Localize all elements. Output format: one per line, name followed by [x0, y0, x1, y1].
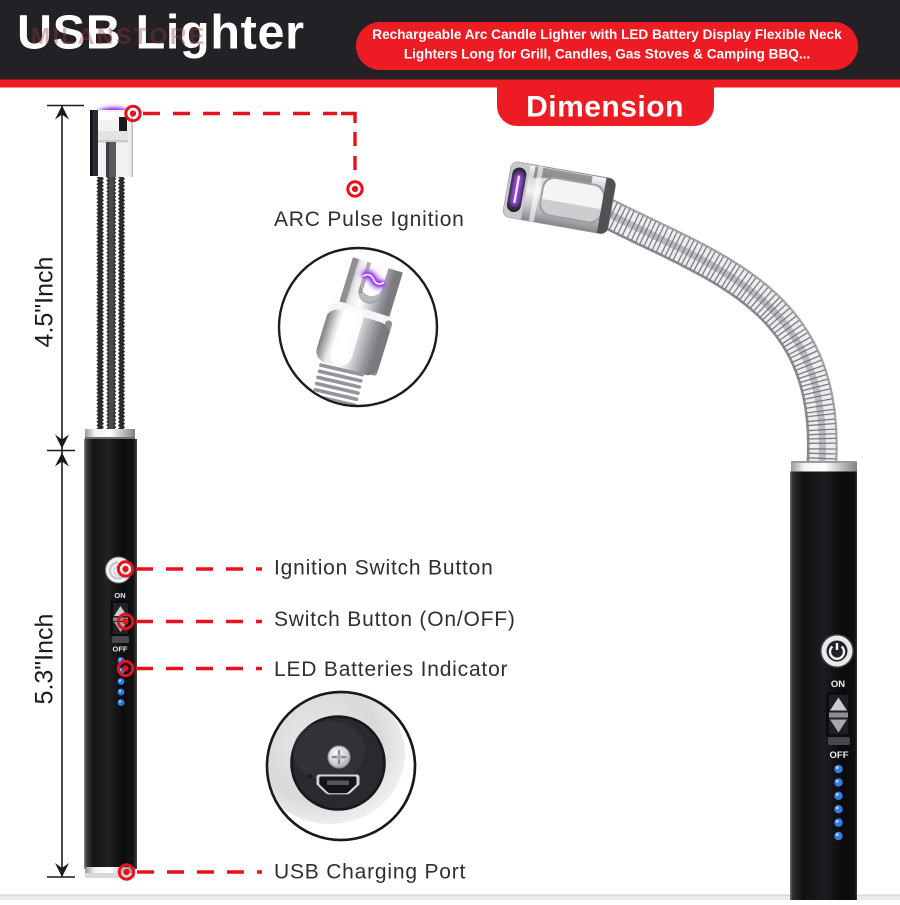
svg-text:ON: ON	[114, 591, 125, 600]
svg-text:Ignition Switch Button: Ignition Switch Button	[274, 557, 494, 580]
svg-text:OFF: OFF	[113, 645, 128, 654]
svg-text:Switch Button (On/OFF): Switch Button (On/OFF)	[274, 608, 516, 631]
svg-text:Lighters Long for Grill, Candl: Lighters Long for Grill, Candles, Gas St…	[404, 46, 810, 61]
svg-text:MILANSTORE: MILANSTORE	[31, 23, 207, 49]
svg-text:Dimension: Dimension	[526, 91, 684, 124]
svg-text:5.3"Inch: 5.3"Inch	[31, 614, 59, 705]
svg-text:USB Charging Port: USB Charging Port	[274, 861, 466, 884]
svg-text:ARC Pulse Ignition: ARC Pulse Ignition	[274, 208, 465, 231]
svg-text:Rechargeable Arc Candle Lighte: Rechargeable Arc Candle Lighter with LED…	[372, 27, 842, 42]
svg-text:ON: ON	[831, 679, 845, 690]
svg-text:4.5"Inch: 4.5"Inch	[31, 257, 59, 348]
svg-text:LED Batteries Indicator: LED Batteries Indicator	[274, 658, 508, 681]
svg-text:OFF: OFF	[830, 750, 849, 761]
